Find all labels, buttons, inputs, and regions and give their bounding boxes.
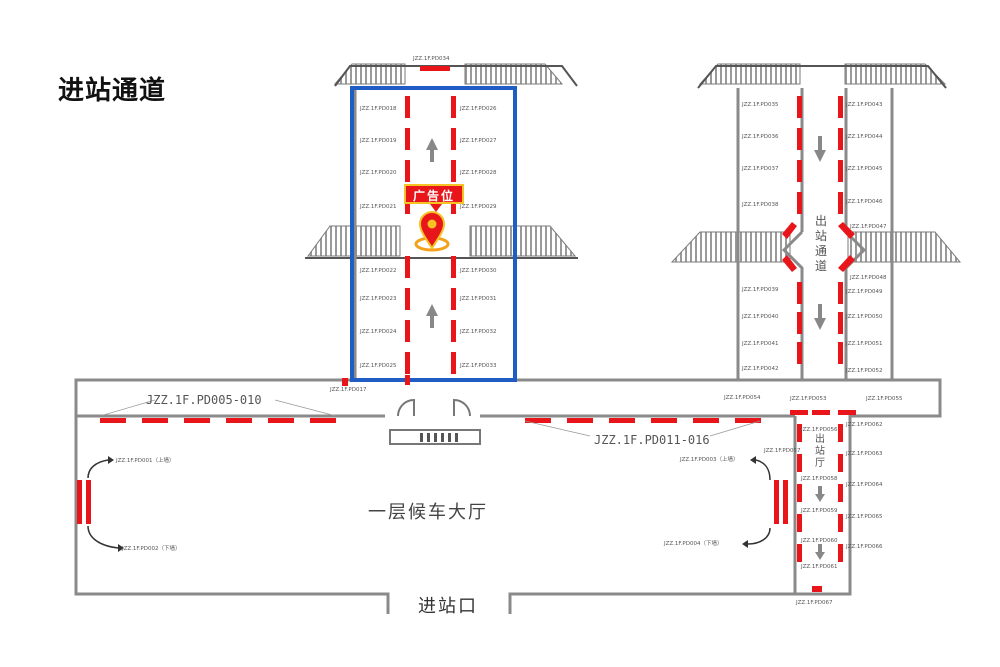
curved-arrow-icon xyxy=(87,459,771,549)
exit-passage-char: 站 xyxy=(814,229,827,243)
turnstile-icon xyxy=(420,433,458,442)
code-pd039: JZZ.1F.PD039 xyxy=(741,287,779,293)
code-pd023: JZZ.1F.PD023 xyxy=(359,296,397,302)
stairs-mid-right xyxy=(670,231,962,263)
code-pd026: JZZ.1F.PD026 xyxy=(459,106,497,112)
code-pd033: JZZ.1F.PD033 xyxy=(459,363,497,369)
code-pd004: JZZ.1F.PD004（下墙） xyxy=(663,539,722,547)
exit-hall-char: 厅 xyxy=(815,458,825,469)
highlight-box xyxy=(350,86,517,382)
arrow-down-icon xyxy=(814,136,826,560)
code-pd024: JZZ.1F.PD024 xyxy=(359,329,397,335)
code-pd062: JZZ.1F.PD062 xyxy=(845,422,882,428)
code-pd066: JZZ.1F.PD066 xyxy=(845,544,883,550)
code-pd058: JZZ.1F.PD058 xyxy=(800,476,838,482)
code-pd044: JZZ.1F.PD044 xyxy=(845,134,883,140)
code-pd021: JZZ.1F.PD021 xyxy=(359,204,396,210)
code-pd001: JZZ.1F.PD001（上墙） xyxy=(115,456,174,464)
exit-passage-char: 道 xyxy=(814,259,827,273)
hall-label: 一层候车大厅 xyxy=(368,502,488,523)
code-pd018: JZZ.1F.PD018 xyxy=(359,106,397,112)
code-pd031: JZZ.1F.PD031 xyxy=(459,296,496,302)
code-pd041: JZZ.1F.PD041 xyxy=(741,341,778,347)
code-pd052: JZZ.1F.PD052 xyxy=(845,368,882,374)
code-pd064: JZZ.1F.PD064 xyxy=(845,482,883,488)
entrance-label: 进站口 xyxy=(418,596,478,617)
code-pd003: JZZ.1F.PD003（上墙） xyxy=(679,455,738,463)
code-pd051: JZZ.1F.PD051 xyxy=(845,341,882,347)
code-pd028: JZZ.1F.PD028 xyxy=(459,170,497,176)
code-pd048: JZZ.1F.PD048 xyxy=(849,275,887,281)
code-pd050: JZZ.1F.PD050 xyxy=(845,314,883,320)
code-pd053: JZZ.1F.PD053 xyxy=(789,396,827,402)
stairs-top-right xyxy=(697,63,947,89)
ad-boards-hall xyxy=(77,378,856,592)
code-pd059: JZZ.1F.PD059 xyxy=(800,508,838,514)
code-labels: JZZ.1F.PD034 JZZ.1F.PD018 JZZ.1F.PD019 J… xyxy=(115,56,903,606)
ad-boards-right xyxy=(782,96,855,364)
code-pd036: JZZ.1F.PD036 xyxy=(741,134,779,140)
code-pd038: JZZ.1F.PD038 xyxy=(741,202,779,208)
code-pd035: JZZ.1F.PD035 xyxy=(741,102,779,108)
exit-hall-label: 出 站 厅 xyxy=(813,434,827,470)
code-pd056: JZZ.1F.PD056 xyxy=(800,427,838,433)
curved-arrow-heads xyxy=(108,456,756,552)
code-pd060: JZZ.1F.PD060 xyxy=(800,538,838,544)
main-hall-walls xyxy=(74,378,942,614)
exit-passage-char: 通 xyxy=(814,244,827,258)
code-pd049: JZZ.1F.PD049 xyxy=(845,289,883,295)
exit-passage-label: 出 站 通 道 xyxy=(814,214,828,274)
code-pd067: JZZ.1F.PD067 xyxy=(795,600,833,606)
code-pd065: JZZ.1F.PD065 xyxy=(845,514,883,520)
code-pd040: JZZ.1F.PD040 xyxy=(741,314,779,320)
code-pd029: JZZ.1F.PD029 xyxy=(459,204,497,210)
code-pd002: JZZ.1F.PD002（下墙） xyxy=(121,544,180,552)
leader-lines xyxy=(99,399,761,437)
code-pd057: JZZ.1F.PD057 xyxy=(763,448,801,454)
exit-hall-char: 站 xyxy=(815,446,825,457)
code-pd025: JZZ.1F.PD025 xyxy=(359,363,397,369)
code-pd034: JZZ.1F.PD034 xyxy=(412,56,450,62)
corridor-code-right: JZZ.1F.PD011-016 xyxy=(594,433,710,447)
exit-passage-char: 出 xyxy=(814,214,827,228)
code-pd032: JZZ.1F.PD032 xyxy=(459,329,496,335)
corridor-code-left: JZZ.1F.PD005-010 xyxy=(146,393,262,407)
code-pd037: JZZ.1F.PD037 xyxy=(741,166,779,172)
code-pd045: JZZ.1F.PD045 xyxy=(845,166,883,172)
location-pin-icon xyxy=(414,211,450,252)
code-pd055: JZZ.1F.PD055 xyxy=(865,396,903,402)
code-pd042: JZZ.1F.PD042 xyxy=(741,366,778,372)
code-pd030: JZZ.1F.PD030 xyxy=(459,268,497,274)
code-pd061: JZZ.1F.PD061 xyxy=(800,564,837,570)
ad-position-tag: 广告位 xyxy=(404,184,464,212)
code-pd027: JZZ.1F.PD027 xyxy=(459,138,497,144)
exit-hall-char: 出 xyxy=(815,434,825,445)
code-pd054: JZZ.1F.PD054 xyxy=(723,395,761,401)
page-title: 进站通道 xyxy=(58,76,167,106)
code-pd063: JZZ.1F.PD063 xyxy=(845,451,883,457)
code-pd017: JZZ.1F.PD017 xyxy=(329,387,367,393)
code-pd043: JZZ.1F.PD043 xyxy=(845,102,883,108)
code-pd046: JZZ.1F.PD046 xyxy=(845,199,883,205)
stairs-top-center xyxy=(333,63,578,87)
code-pd020: JZZ.1F.PD020 xyxy=(359,170,397,176)
code-pd019: JZZ.1F.PD019 xyxy=(359,138,397,144)
code-pd022: JZZ.1F.PD022 xyxy=(359,268,396,274)
code-pd047: JZZ.1F.PD047 xyxy=(849,224,887,230)
arrow-up-icon xyxy=(426,138,438,328)
